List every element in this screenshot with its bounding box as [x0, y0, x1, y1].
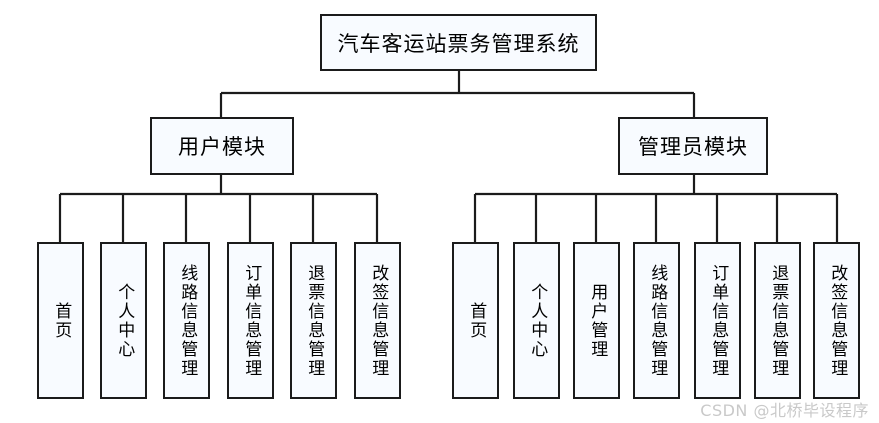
leaf-node-label: 首页 — [466, 301, 487, 340]
module-node-user-module[interactable]: 用户模块 — [150, 117, 294, 175]
leaf-node-admin-home[interactable]: 首页 — [452, 242, 499, 399]
leaf-node-label: 线路信息管理 — [647, 263, 668, 378]
module-node-label: 管理员模块 — [638, 135, 748, 159]
leaf-node-user-route-info[interactable]: 线路信息管理 — [163, 242, 210, 399]
leaf-node-label: 个人中心 — [527, 282, 548, 359]
root-node-system-title[interactable]: 汽车客运站票务管理系统 — [320, 14, 597, 71]
leaf-node-admin-change-info[interactable]: 改签信息管理 — [813, 242, 860, 399]
leaf-node-user-order-info[interactable]: 订单信息管理 — [227, 242, 274, 399]
leaf-node-label: 订单信息管理 — [241, 263, 262, 378]
leaf-node-user-refund-info[interactable]: 退票信息管理 — [290, 242, 337, 399]
leaf-node-label: 首页 — [51, 301, 72, 340]
leaf-node-user-personal-center[interactable]: 个人中心 — [100, 242, 147, 399]
leaf-node-user-change-info[interactable]: 改签信息管理 — [354, 242, 401, 399]
leaf-node-admin-route-info[interactable]: 线路信息管理 — [633, 242, 680, 399]
leaf-node-label: 退票信息管理 — [768, 263, 789, 378]
leaf-node-admin-personal-center[interactable]: 个人中心 — [513, 242, 560, 399]
leaf-node-label: 改签信息管理 — [368, 263, 389, 378]
leaf-node-admin-order-info[interactable]: 订单信息管理 — [694, 242, 741, 399]
leaf-node-label: 个人中心 — [114, 282, 135, 359]
leaf-node-admin-refund-info[interactable]: 退票信息管理 — [754, 242, 801, 399]
leaf-node-user-home[interactable]: 首页 — [37, 242, 84, 399]
root-node-label: 汽车客运站票务管理系统 — [337, 31, 580, 56]
leaf-node-label: 退票信息管理 — [304, 263, 325, 378]
module-node-admin-module[interactable]: 管理员模块 — [618, 117, 768, 175]
leaf-node-label: 线路信息管理 — [177, 263, 198, 378]
module-node-label: 用户模块 — [178, 135, 266, 159]
leaf-node-label: 订单信息管理 — [708, 263, 729, 378]
watermark-text: CSDN @北桥毕设程序 — [700, 401, 869, 420]
leaf-node-label: 改签信息管理 — [827, 263, 848, 378]
leaf-node-admin-user-mgmt[interactable]: 用户管理 — [573, 242, 620, 399]
leaf-node-label: 用户管理 — [587, 282, 608, 359]
